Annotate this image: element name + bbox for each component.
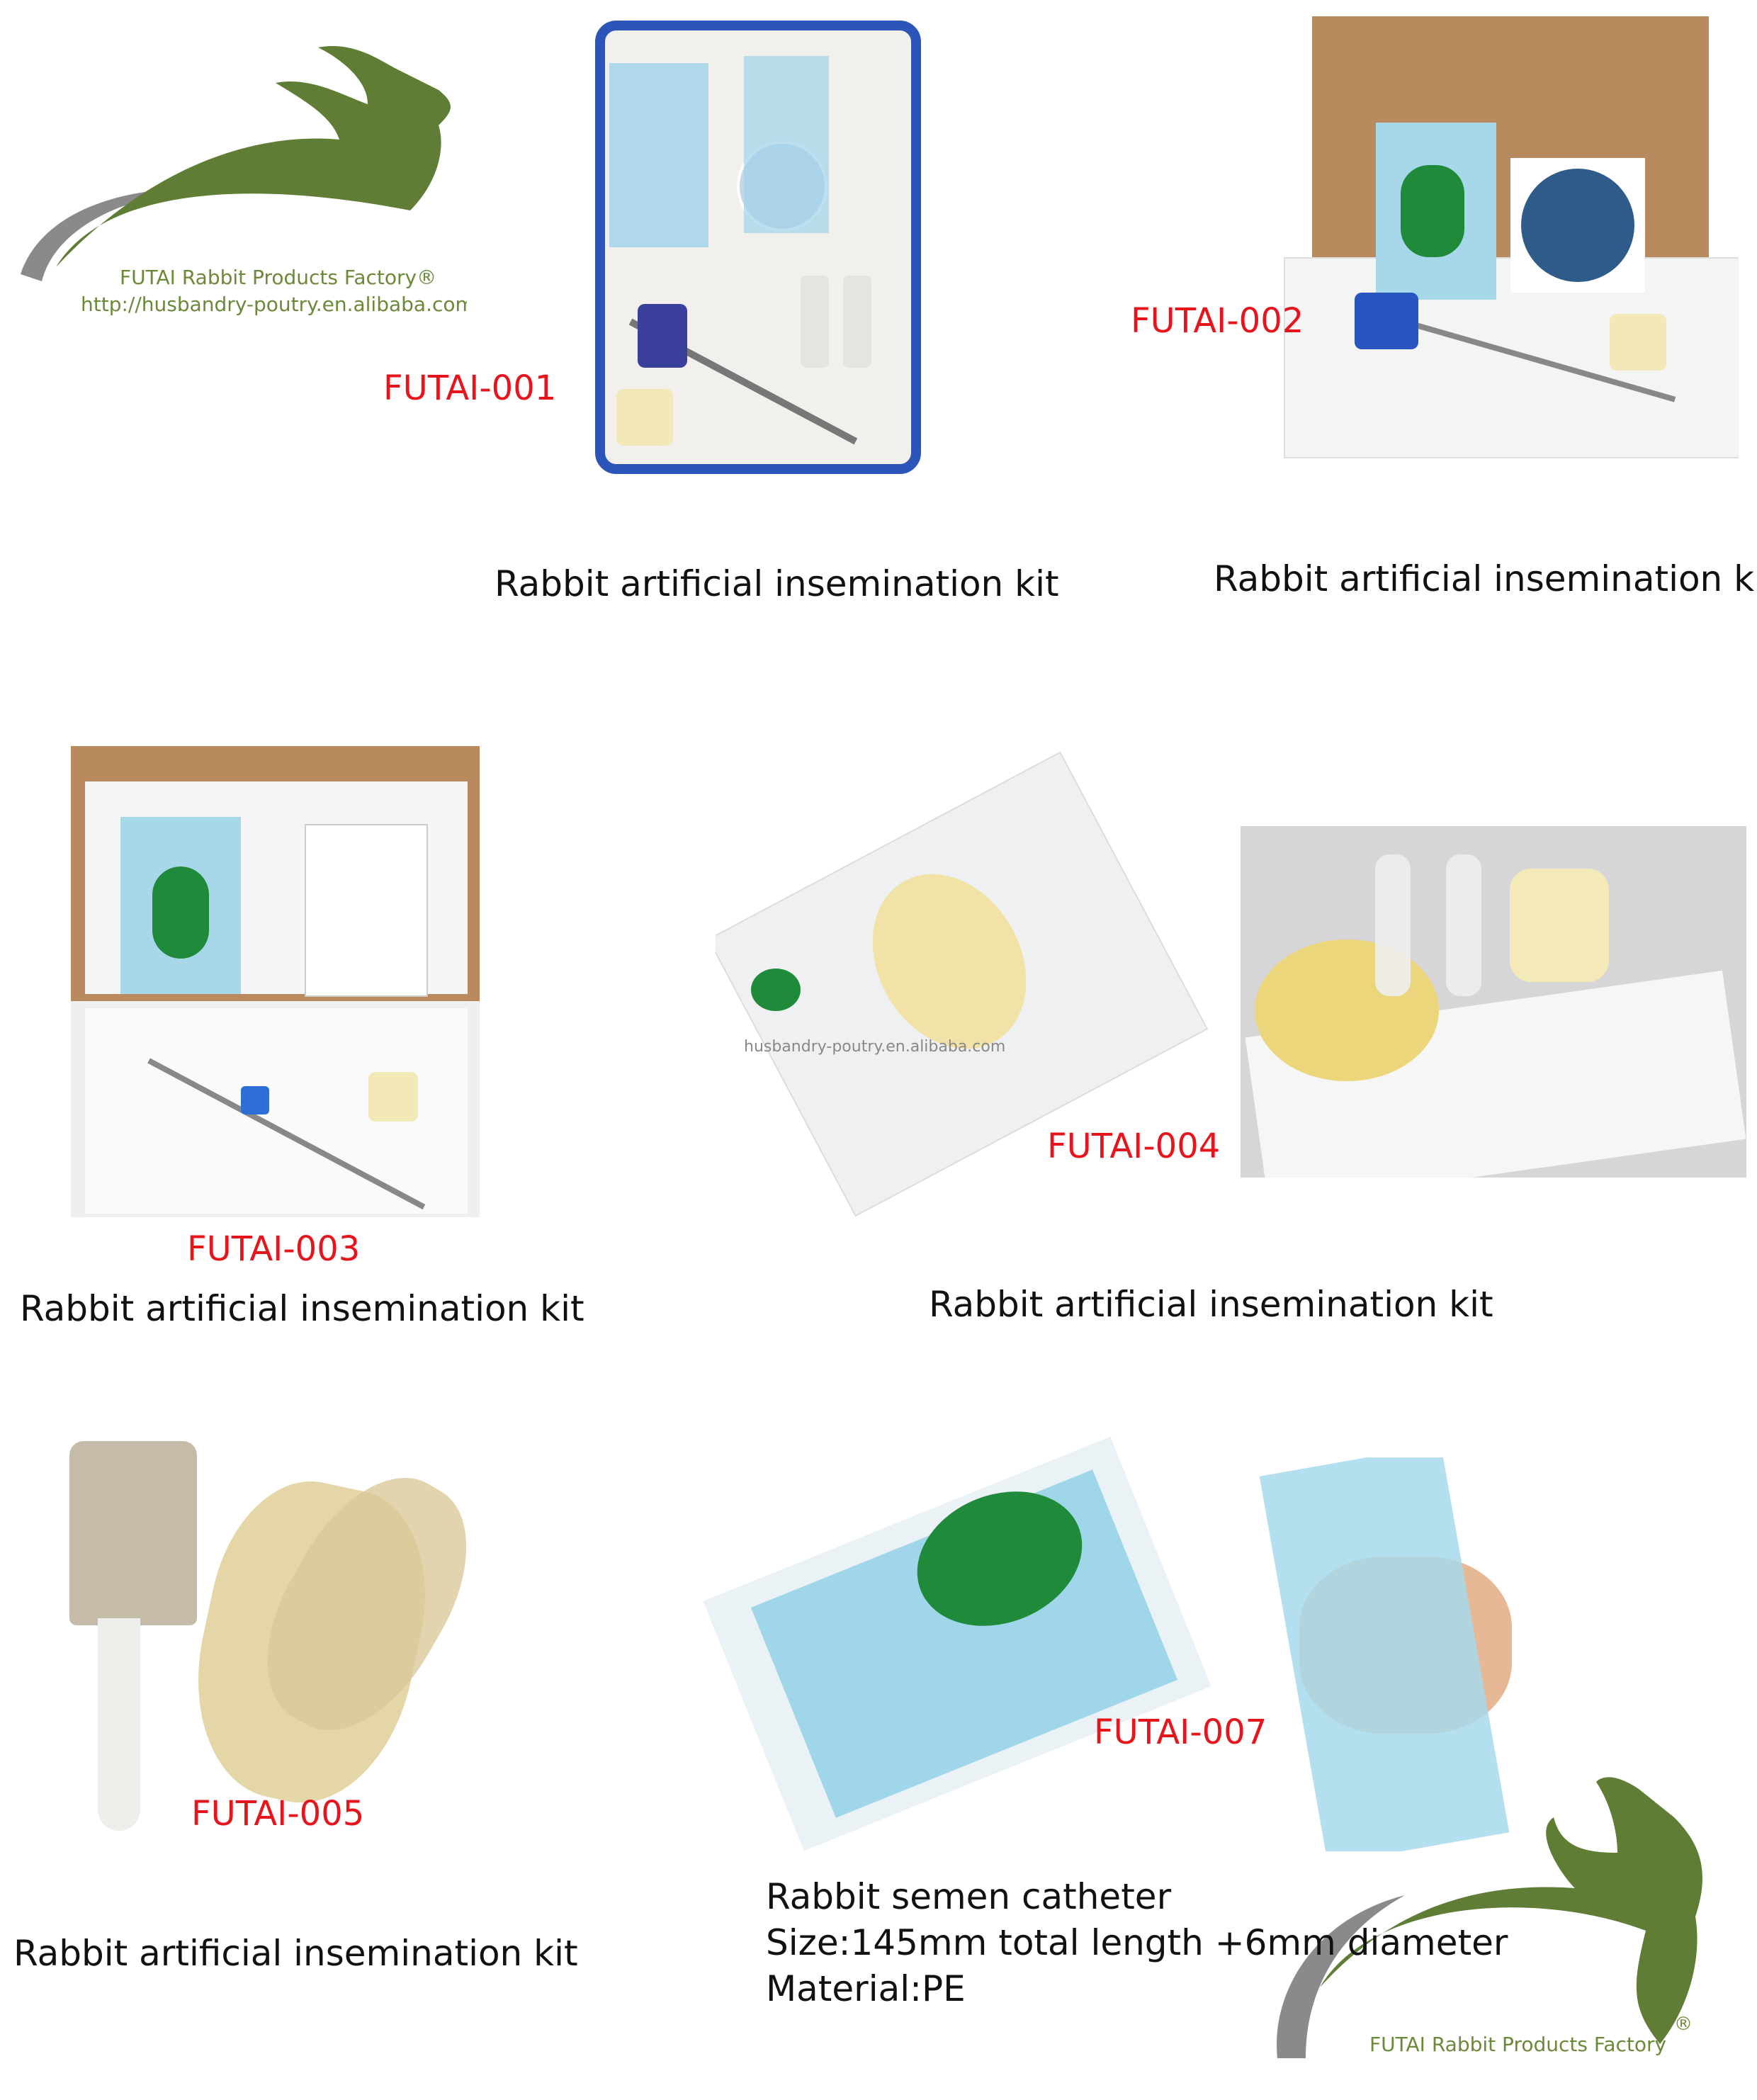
product-caption: Rabbit artificial insemination kit <box>1214 558 1757 599</box>
svg-text:®: ® <box>1674 2014 1693 2035</box>
product-code: FUTAI-004 <box>1047 1127 1221 1166</box>
product-photo-futai-004-bag: husbandry-poutry.en.alibaba.com <box>716 742 1226 1231</box>
product-photo-futai-003 <box>71 746 480 1217</box>
product-caption: Rabbit artificial insemination kit <box>13 1933 578 1974</box>
product-photo-futai-004 <box>1241 826 1746 1178</box>
product-photo-futai-007-bag <box>695 1424 1231 1852</box>
product-code: FUTAI-002 <box>1131 301 1304 341</box>
catheter-size: Size:145mm total length +6mm diameter <box>766 1922 1508 1963</box>
product-caption: Rabbit artificial insemination kit <box>929 1284 1493 1325</box>
product-code: FUTAI-003 <box>187 1229 361 1269</box>
watermark: husbandry-poutry.en.alibaba.com <box>744 1038 1006 1056</box>
product-caption: Rabbit artificial insemination kit <box>20 1288 584 1329</box>
product-code: FUTAI-007 <box>1094 1712 1267 1752</box>
catheter-material: Material:PE <box>766 1968 966 2009</box>
product-code: FUTAI-001 <box>383 368 557 408</box>
brand-logo-bottom: FUTAI Rabbit Products Factory ® <box>1263 1775 1738 2072</box>
svg-text:FUTAI Rabbit Products Factory: FUTAI Rabbit Products Factory <box>1369 2033 1666 2056</box>
product-photo-futai-001 <box>588 6 930 488</box>
brand-logo: FUTAI Rabbit Products Factory® http://hu… <box>13 40 475 324</box>
catheter-title: Rabbit semen catheter <box>766 1876 1172 1917</box>
product-caption: Rabbit artificial insemination kit <box>495 563 1059 604</box>
product-photo-futai-005 <box>20 1441 536 1859</box>
brand-url: http://husbandry-poutry.en.alibaba.com <box>81 293 467 316</box>
product-photo-futai-007-hand <box>1250 1457 1604 1851</box>
svg-text:FUTAI Rabbit Products Factory®: FUTAI Rabbit Products Factory® <box>120 266 436 289</box>
product-code: FUTAI-005 <box>191 1794 365 1834</box>
product-photo-futai-002 <box>1277 16 1739 459</box>
